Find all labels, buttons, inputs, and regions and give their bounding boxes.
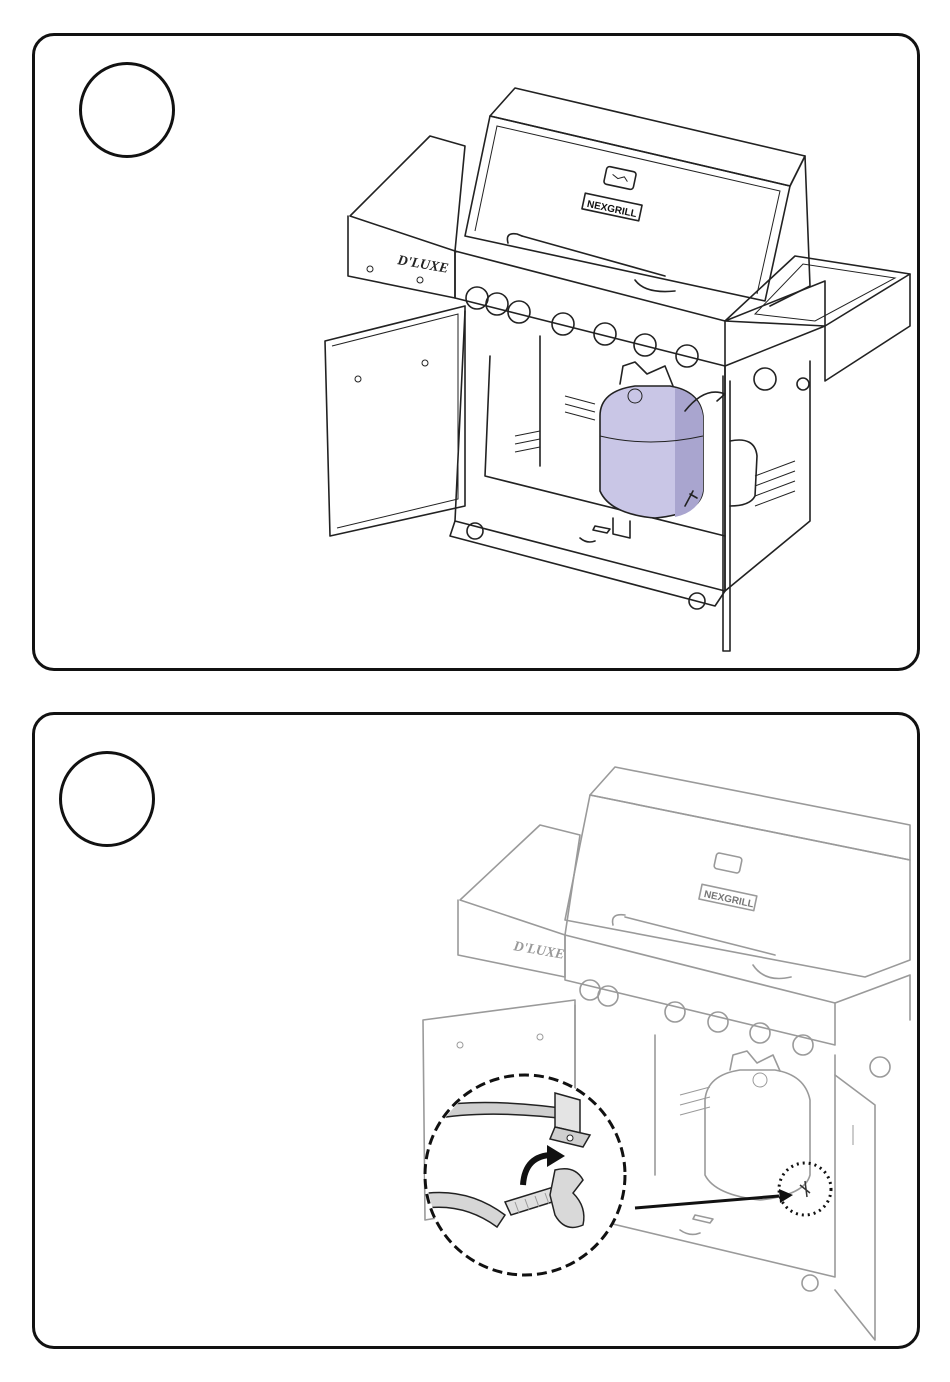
control-knob [466, 287, 488, 309]
left-side-shelf: D'LUXE [458, 825, 580, 977]
control-knob [598, 986, 618, 1006]
propane-tank [705, 1051, 810, 1200]
magnified-detail [415, 1075, 625, 1275]
control-knob [750, 1023, 770, 1043]
igniter-button [797, 378, 809, 390]
brand-label: D'LUXE [511, 939, 565, 963]
propane-tank [600, 362, 725, 538]
step-1-panel: NEXGRILL D'LUXE [32, 33, 920, 671]
lid-nameplate: NEXGRILL [699, 884, 757, 910]
lid-logo-badge [603, 166, 636, 190]
side-burner-knob [754, 368, 776, 390]
grill-tank-install-illustration: NEXGRILL D'LUXE [35, 36, 917, 668]
cabinet-door-open [325, 306, 465, 536]
side-handle [730, 440, 757, 506]
right-side-burner [725, 256, 910, 381]
control-panel [565, 935, 910, 1077]
control-knob [486, 293, 508, 315]
nameplate-text: NEXGRILL [703, 889, 755, 910]
control-knob [580, 980, 600, 1000]
tank-bolt-tightening-illustration: NEXGRILL D'LUXE [35, 715, 917, 1346]
lid-nameplate: NEXGRILL [582, 193, 642, 221]
control-panel [455, 251, 825, 390]
cabinet-door-open-right [835, 1075, 875, 1340]
grill-lid [465, 88, 810, 306]
control-knob [634, 334, 656, 356]
control-knob [665, 1002, 685, 1022]
mounting-bracket [555, 1093, 580, 1133]
lid-logo-badge [714, 852, 743, 873]
left-side-shelf: D'LUXE [348, 136, 465, 298]
step-2-panel: NEXGRILL D'LUXE [32, 712, 920, 1349]
brand-label: D'LUXE [395, 253, 449, 277]
caster-wheel [802, 1275, 818, 1291]
side-burner-knob [870, 1057, 890, 1077]
control-knob [708, 1012, 728, 1032]
